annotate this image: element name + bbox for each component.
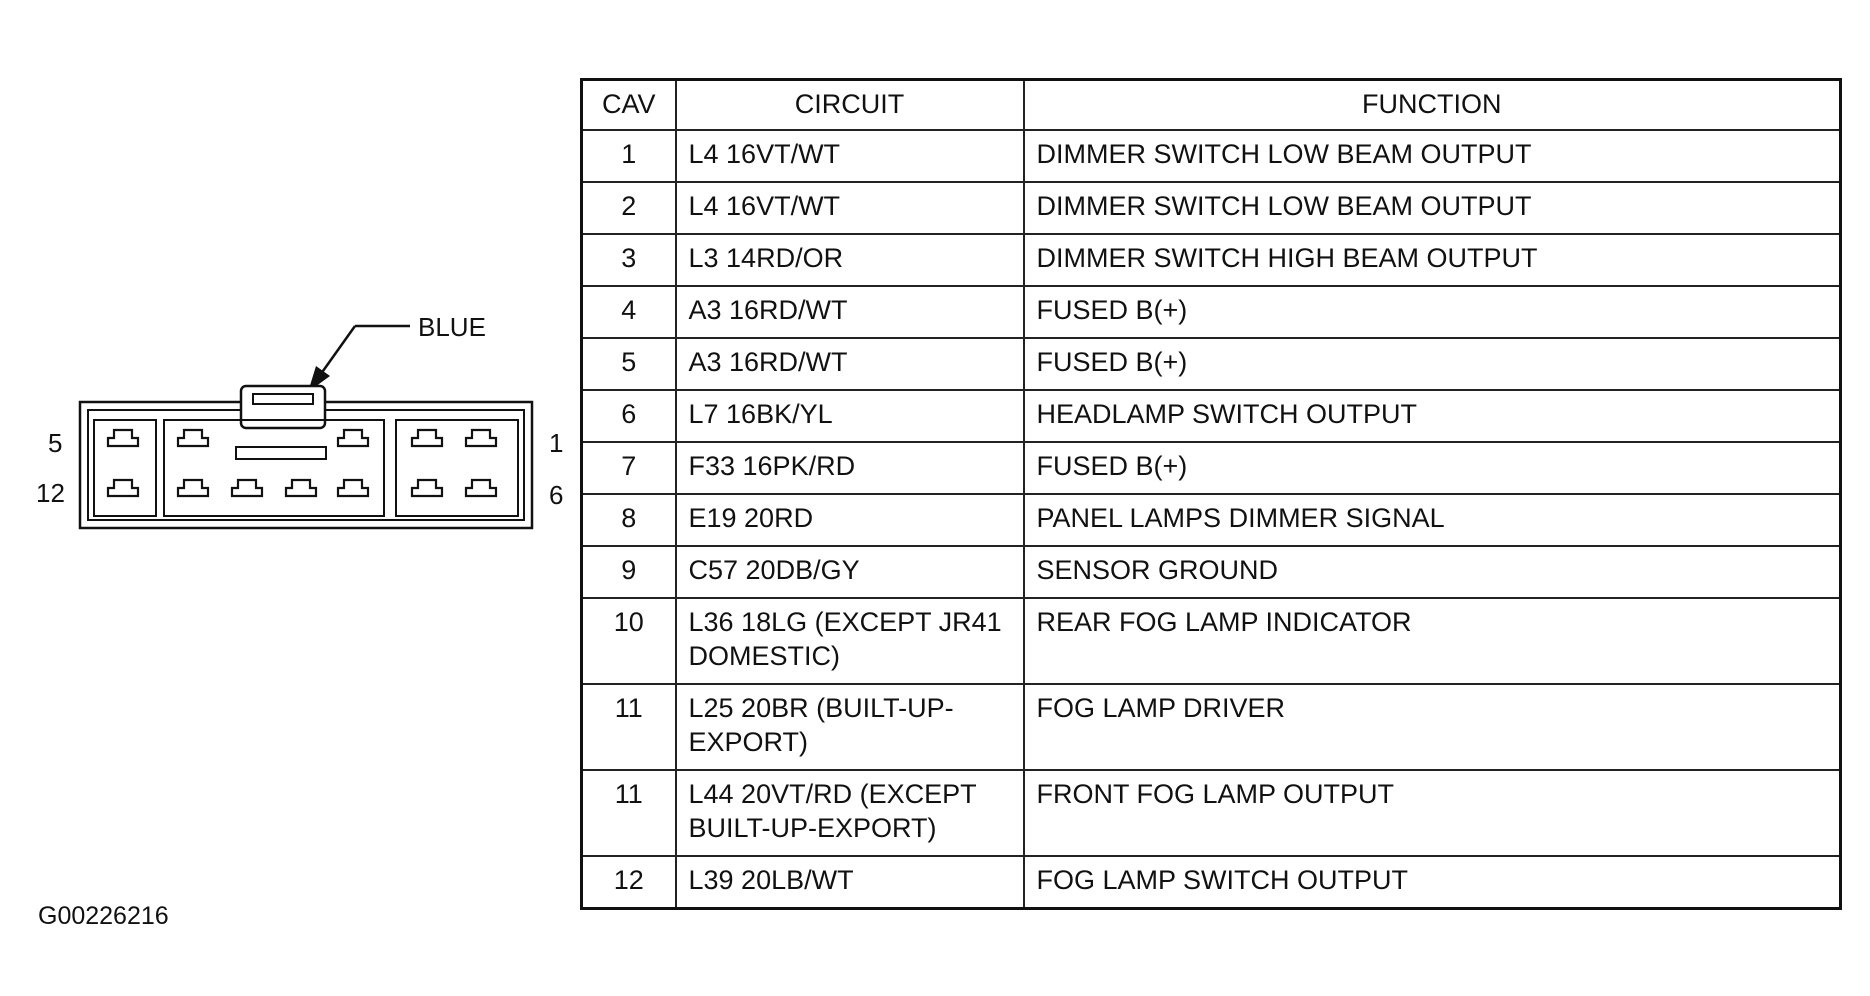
table-row: 6 L7 16BK/YL HEADLAMP SWITCH OUTPUT — [580, 389, 1842, 443]
pin-label-bottom-right: 6 — [549, 480, 563, 510]
connector-face-view: BLUE 5 — [36, 312, 563, 530]
cell-function: REAR FOG LAMP INDICATOR — [1022, 597, 1842, 685]
terminal-cavity — [336, 428, 370, 448]
cell-circuit: C57 20DB/GY — [674, 545, 1025, 599]
cavity-block-right — [395, 419, 519, 517]
terminal-cavity — [284, 478, 318, 498]
cell-function: HEADLAMP SWITCH OUTPUT — [1022, 389, 1842, 443]
cell-cav: 6 — [580, 389, 677, 443]
color-callout-arrow-shaft — [316, 325, 357, 379]
cell-function: FOG LAMP SWITCH OUTPUT — [1022, 855, 1842, 910]
table-row: 5 A3 16RD/WT FUSED B(+) — [580, 337, 1842, 391]
cell-function: FOG LAMP DRIVER — [1022, 683, 1842, 771]
cell-function: DIMMER SWITCH LOW BEAM OUTPUT — [1022, 129, 1842, 183]
table-row: 9 C57 20DB/GY SENSOR GROUND — [580, 545, 1842, 599]
cell-cav: 9 — [580, 545, 677, 599]
terminal-cavity — [176, 428, 210, 448]
table-row: 11 L44 20VT/RD (EXCEPT BUILT-UP-EXPORT) … — [580, 769, 1842, 857]
cell-circuit: L4 16VT/WT — [674, 129, 1025, 183]
terminal-cavity — [410, 428, 444, 448]
cell-function: SENSOR GROUND — [1022, 545, 1842, 599]
cell-circuit: L36 18LG (EXCEPT JR41 DOMESTIC) — [674, 597, 1025, 685]
cell-function: DIMMER SWITCH HIGH BEAM OUTPUT — [1022, 233, 1842, 287]
table-row: 12 L39 20LB/WT FOG LAMP SWITCH OUTPUT — [580, 855, 1842, 910]
table-row: 8 E19 20RD PANEL LAMPS DIMMER SIGNAL — [580, 493, 1842, 547]
connector-diagram: BLUE 5 — [0, 0, 600, 600]
cell-function: FUSED B(+) — [1022, 285, 1842, 339]
terminal-cavity — [230, 478, 264, 498]
cell-cav: 7 — [580, 441, 677, 495]
cell-circuit: F33 16PK/RD — [674, 441, 1025, 495]
table-header-row: CAV CIRCUIT FUNCTION — [580, 78, 1842, 131]
pin-label-top-left: 5 — [48, 428, 62, 458]
cell-cav: 10 — [580, 597, 677, 685]
cell-cav: 5 — [580, 337, 677, 391]
table-row: 2 L4 16VT/WT DIMMER SWITCH LOW BEAM OUTP… — [580, 181, 1842, 235]
terminal-cavity — [410, 478, 444, 498]
table-row: 10 L36 18LG (EXCEPT JR41 DOMESTIC) REAR … — [580, 597, 1842, 685]
cell-circuit: L4 16VT/WT — [674, 181, 1025, 235]
cell-circuit: A3 16RD/WT — [674, 337, 1025, 391]
figure-id: G00226216 — [38, 902, 169, 930]
cell-cav: 2 — [580, 181, 677, 235]
header-cav: CAV — [580, 78, 677, 131]
terminal-cavity — [464, 428, 498, 448]
terminal-cavity — [176, 478, 210, 498]
table-row: 3 L3 14RD/OR DIMMER SWITCH HIGH BEAM OUT… — [580, 233, 1842, 287]
cell-function: FUSED B(+) — [1022, 441, 1842, 495]
cell-circuit: L7 16BK/YL — [674, 389, 1025, 443]
terminal-cavity — [464, 478, 498, 498]
cell-circuit: L44 20VT/RD (EXCEPT BUILT-UP-EXPORT) — [674, 769, 1025, 857]
terminal-cavity — [106, 478, 140, 498]
cell-circuit: L25 20BR (BUILT-UP-EXPORT) — [674, 683, 1025, 771]
table-row: 4 A3 16RD/WT FUSED B(+) — [580, 285, 1842, 339]
cavity-block-left — [93, 419, 157, 517]
header-function: FUNCTION — [1022, 78, 1842, 131]
cell-cav: 1 — [580, 129, 677, 183]
cell-cav: 11 — [580, 769, 677, 857]
cavity-block-center — [163, 419, 385, 517]
table-row: 1 L4 16VT/WT DIMMER SWITCH LOW BEAM OUTP… — [580, 129, 1842, 183]
table-row: 11 L25 20BR (BUILT-UP-EXPORT) FOG LAMP D… — [580, 683, 1842, 771]
terminal-row-top — [106, 428, 498, 448]
terminal-cavity — [106, 428, 140, 448]
cell-circuit: L39 20LB/WT — [674, 855, 1025, 910]
pin-label-bottom-left: 12 — [36, 478, 65, 508]
cell-cav: 4 — [580, 285, 677, 339]
cell-function: FUSED B(+) — [1022, 337, 1842, 391]
cell-function: FRONT FOG LAMP OUTPUT — [1022, 769, 1842, 857]
table-row: 7 F33 16PK/RD FUSED B(+) — [580, 441, 1842, 495]
cell-cav: 3 — [580, 233, 677, 287]
connector-color-label: BLUE — [418, 312, 486, 342]
terminal-cavity — [336, 478, 370, 498]
cell-cav: 12 — [580, 855, 677, 910]
terminal-row-bottom — [106, 478, 498, 498]
pin-label-top-right: 1 — [549, 428, 563, 458]
cell-circuit: E19 20RD — [674, 493, 1025, 547]
cell-function: DIMMER SWITCH LOW BEAM OUTPUT — [1022, 181, 1842, 235]
header-circuit: CIRCUIT — [674, 78, 1025, 131]
center-keyway-bar — [235, 446, 327, 460]
cell-function: PANEL LAMPS DIMMER SIGNAL — [1022, 493, 1842, 547]
cell-circuit: L3 14RD/OR — [674, 233, 1025, 287]
connector-latch-slot — [252, 393, 314, 405]
cell-circuit: A3 16RD/WT — [674, 285, 1025, 339]
pinout-table: CAV CIRCUIT FUNCTION 1 L4 16VT/WT DIMMER… — [580, 78, 1842, 910]
cell-cav: 11 — [580, 683, 677, 771]
cell-cav: 8 — [580, 493, 677, 547]
connector-latch — [239, 384, 327, 430]
